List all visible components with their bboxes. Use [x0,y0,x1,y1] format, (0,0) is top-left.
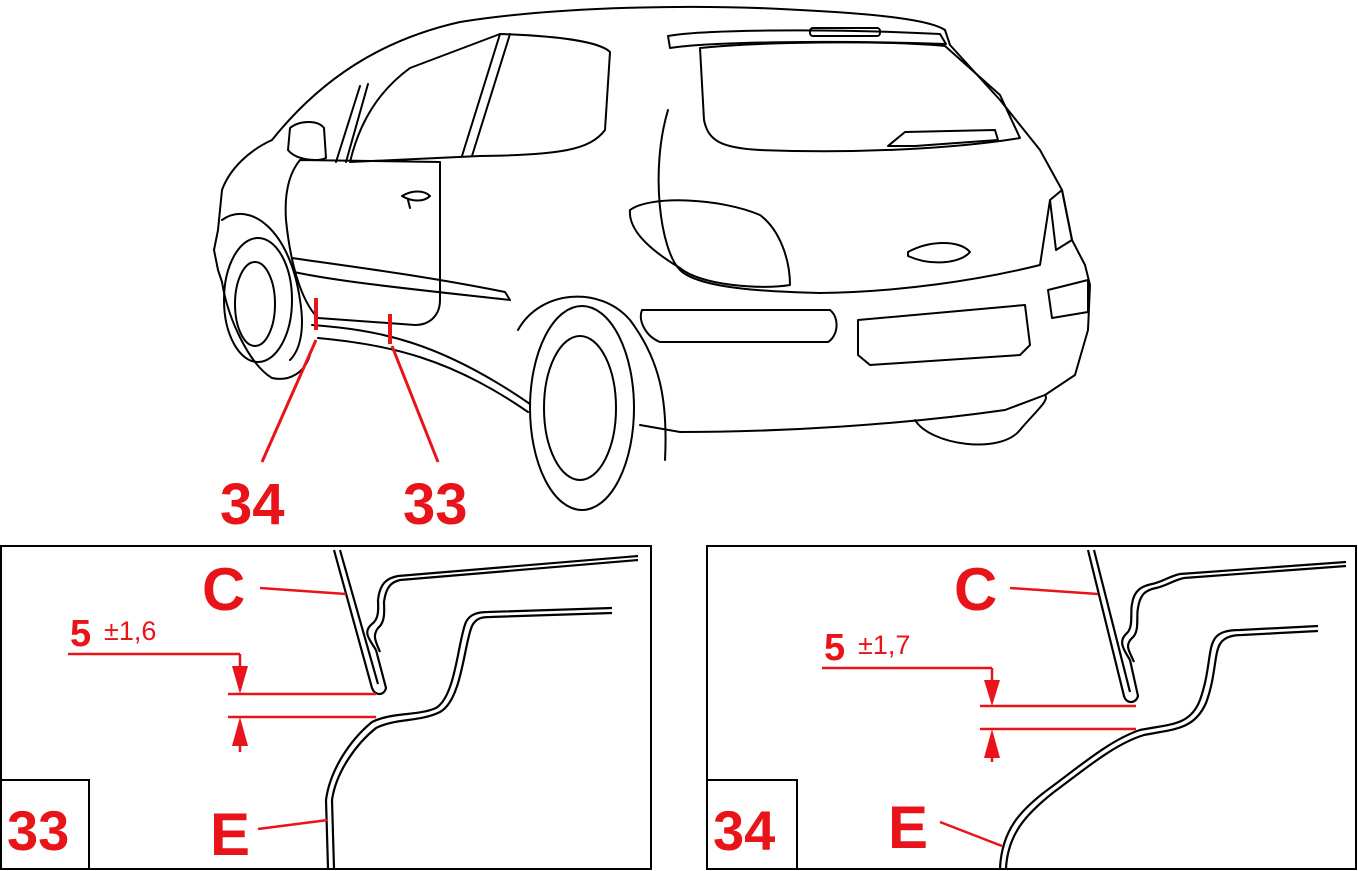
side-window [349,33,611,163]
arrow-up [232,717,248,746]
leader-e [257,818,329,831]
car-rear-outline [944,29,1091,411]
dim-value: 5 [70,613,91,655]
trunk-lid [657,109,1051,294]
license-plate [857,304,1031,366]
label-c: C [954,556,997,623]
door-outline [284,159,441,326]
car-front-outline [213,139,273,283]
door-handle [401,190,431,209]
front-wheel-hub [234,261,276,347]
rear-wheel-arch [517,295,667,461]
leader-c [1009,586,1099,596]
panel-frame [0,545,652,870]
front-wheel-arch [221,213,303,361]
leader-e [939,820,1003,848]
door-sill [311,324,531,413]
right-reflector [1047,279,1089,319]
label-c: C [202,556,245,623]
arrow-up [984,729,1000,758]
body-edge-profile [324,606,613,869]
arrow-down [984,680,1000,706]
rear-wiper [887,129,999,147]
car-illustration [213,5,1091,511]
front-wheel [223,237,293,363]
dim-tolerance: ±1,6 [104,616,156,646]
door-edge-profile [1086,549,1347,704]
dimension-lines [822,666,1136,762]
rear-wheel [529,305,635,511]
car-roof-outline [271,5,946,141]
panel-number: 33 [7,799,69,862]
callout-33-label: 33 [403,472,468,537]
panel-number: 34 [713,799,775,862]
label-e: E [210,801,250,868]
dim-value: 5 [824,627,845,669]
callout-34-label: 34 [220,472,285,537]
rear-window [699,41,1021,153]
dimension-lines [68,652,376,752]
arrow-down [232,666,248,694]
brake-light [809,27,881,37]
label-e: E [888,794,928,861]
roof-spoiler [667,29,947,49]
door-edge-profile [332,549,639,696]
a-pillar [335,83,369,163]
detail-panel-34: 34 5 ±1,7 C E [706,545,1357,870]
b-pillar [461,33,511,157]
tail-light [628,199,791,288]
car-callouts [260,298,440,463]
panel-frame [706,545,1357,870]
leader-33 [390,345,440,463]
rear-reflector [640,309,838,343]
leader-c [259,586,347,596]
trunk-handle [907,242,971,264]
car-rear-bumper-lower [639,409,1006,433]
side-moulding [291,257,511,301]
side-mirror [287,121,327,161]
dim-tolerance: ±1,7 [858,630,910,660]
body-edge-profile [998,624,1319,869]
detail-panel-33: 33 5 ±1,6 C E [0,545,652,870]
leader-34 [260,339,318,463]
far-rear-wheel [914,394,1047,446]
tail-light-right [1049,189,1073,251]
panel-number-box [706,779,798,870]
rear-wheel-hub [543,335,617,481]
panel-number-box [0,779,90,870]
